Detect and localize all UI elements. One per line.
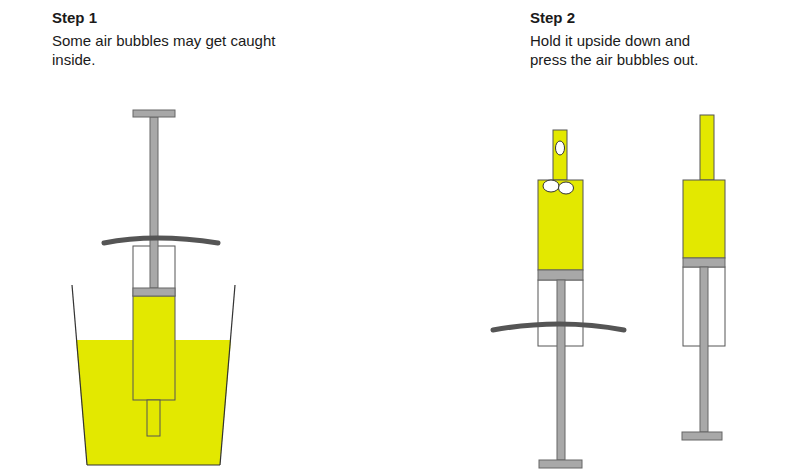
air-bubble [559,182,574,194]
syringe-barrel [538,180,583,270]
step-text: Hold it upside down and press the air bu… [530,31,725,69]
step-heading: Step 2 [530,8,730,27]
beaker-bottom [87,464,220,465]
syringe-nozzle [700,115,714,180]
finger-flange [104,238,218,243]
syringe-barrel [683,180,725,258]
air-bubble [556,141,565,155]
syringe-nozzle [147,400,160,436]
syringe-barrel [133,296,175,400]
plunger-cap [539,460,582,468]
finger-flange [493,324,624,330]
air-bubble [543,180,559,192]
plunger-head [683,258,725,267]
step-text: Some air bubbles may get caught inside. [52,31,302,69]
plunger-rod [700,267,708,432]
beaker-wall [220,285,235,465]
plunger-cap [682,432,722,440]
syringe-nozzle [553,130,567,180]
step-heading: Step 1 [52,8,252,27]
plunger-head [133,288,175,296]
plunger-head [538,270,583,280]
plunger-rod [557,280,565,460]
plunger-rod [150,117,158,288]
beaker-wall [72,285,87,465]
plunger-cap [133,110,175,117]
